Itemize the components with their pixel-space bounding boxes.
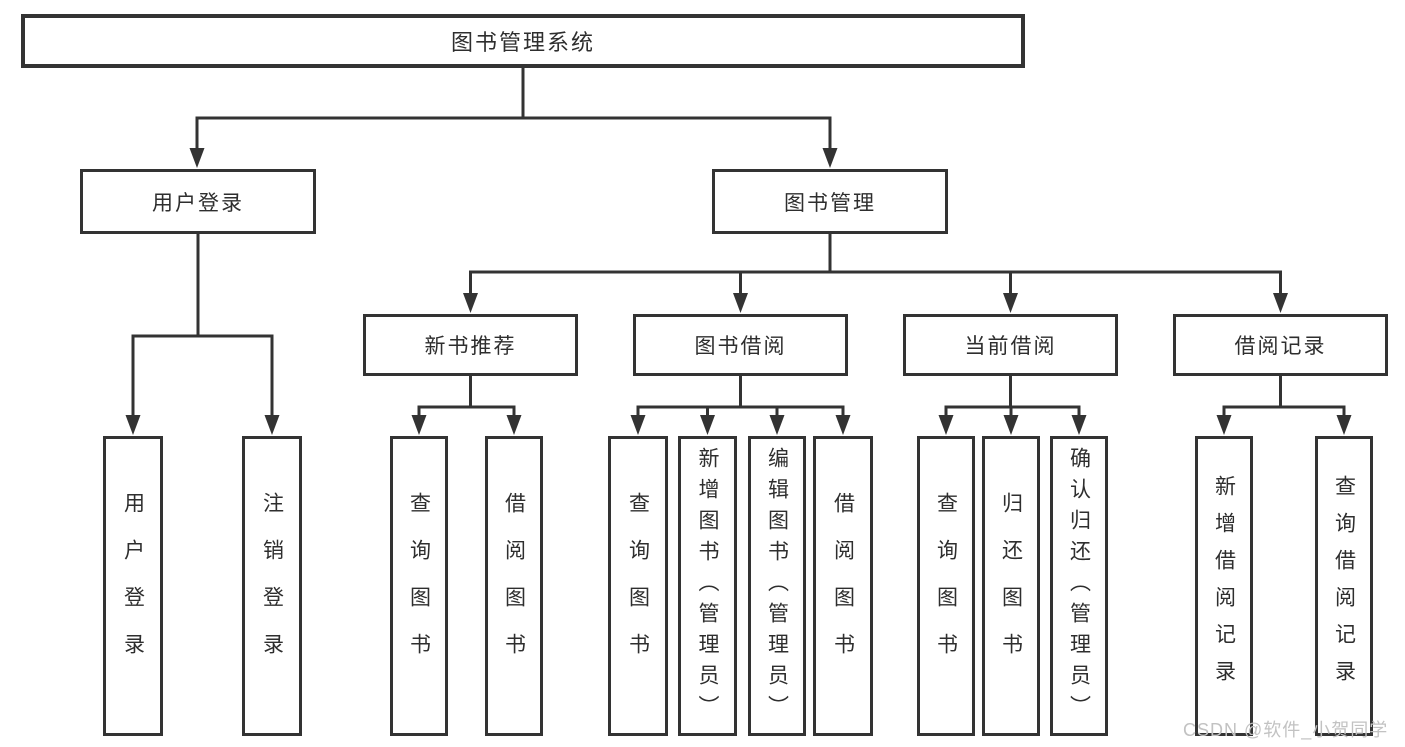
leaf-user-login: 用户登录 [103,436,163,736]
arrowhead-icon [1273,293,1288,313]
arrowhead-icon [1071,415,1087,435]
arrowhead-icon [733,293,748,313]
node-user-login: 用户登录 [80,169,316,234]
node-library-management-system: 图书管理系统 [21,14,1025,68]
leaf-label: 借阅图书 [831,492,855,680]
arrowhead-icon [264,415,280,435]
arrowhead-icon [189,148,205,168]
leaf-current-query-books: 查询图书 [917,436,975,736]
arrowhead-icon [938,415,954,435]
arrowhead-icon [1216,415,1232,435]
leaf-records-add-record: 新增借阅记录 [1195,436,1253,736]
leaf-logout: 注销登录 [242,436,302,736]
leaf-records-query-record: 查询借阅记录 [1315,436,1373,736]
leaf-recommend-query-books: 查询图书 [390,436,448,736]
leaf-label: 编辑图书（管理员） [765,446,789,726]
arrowhead-icon [835,415,851,435]
arrowhead-icon [769,415,785,435]
csdn-watermark: CSDN @软件_小贺同学 [1183,720,1389,740]
leaf-borrow-query-books: 查询图书 [608,436,668,736]
leaf-label: 查询图书 [626,492,650,680]
leaf-label: 确认归还（管理员） [1067,446,1091,726]
node-new-book-recommend: 新书推荐 [363,314,578,376]
arrowhead-icon [630,415,646,435]
arrowhead-icon [822,148,838,168]
leaf-label: 查询图书 [407,492,431,680]
leaf-label: 归还图书 [999,492,1023,680]
node-label: 图书管理系统 [450,30,595,55]
arrowhead-icon [506,415,522,435]
node-label: 当前借阅 [964,335,1057,358]
node-current-borrow: 当前借阅 [903,314,1118,376]
node-label: 图书借阅 [694,335,787,358]
leaf-label: 注销登录 [260,492,284,680]
arrowhead-icon [1003,293,1018,313]
arrowhead-icon [700,415,715,435]
leaf-label: 查询借阅记录 [1332,475,1356,697]
node-label: 借阅记录 [1234,335,1327,358]
leaf-borrow-add-books-admin: 新增图书（管理员） [678,436,737,736]
arrowhead-icon [125,415,141,435]
arrowhead-icon [411,415,427,435]
arrowhead-icon [1003,415,1019,435]
leaf-current-confirm-return-admin: 确认归还（管理员） [1050,436,1108,736]
leaf-label: 新增借阅记录 [1212,475,1236,697]
leaf-label: 新增图书（管理员） [696,446,719,726]
leaf-label: 借阅图书 [502,492,526,680]
arrowhead-icon [1336,415,1352,435]
node-book-borrow: 图书借阅 [633,314,848,376]
leaf-borrow-edit-books-admin: 编辑图书（管理员） [748,436,806,736]
arrowhead-icon [463,293,478,313]
leaf-label: 查询图书 [934,492,958,680]
node-borrow-records: 借阅记录 [1173,314,1388,376]
node-label: 新书推荐 [424,335,517,358]
node-label: 用户登录 [152,191,244,215]
node-label: 图书管理 [784,191,876,215]
leaf-borrow-borrow-books: 借阅图书 [813,436,873,736]
leaf-recommend-borrow-books: 借阅图书 [485,436,543,736]
node-book-management: 图书管理 [712,169,948,234]
leaf-current-return-books: 归还图书 [982,436,1040,736]
leaf-label: 用户登录 [121,492,145,680]
